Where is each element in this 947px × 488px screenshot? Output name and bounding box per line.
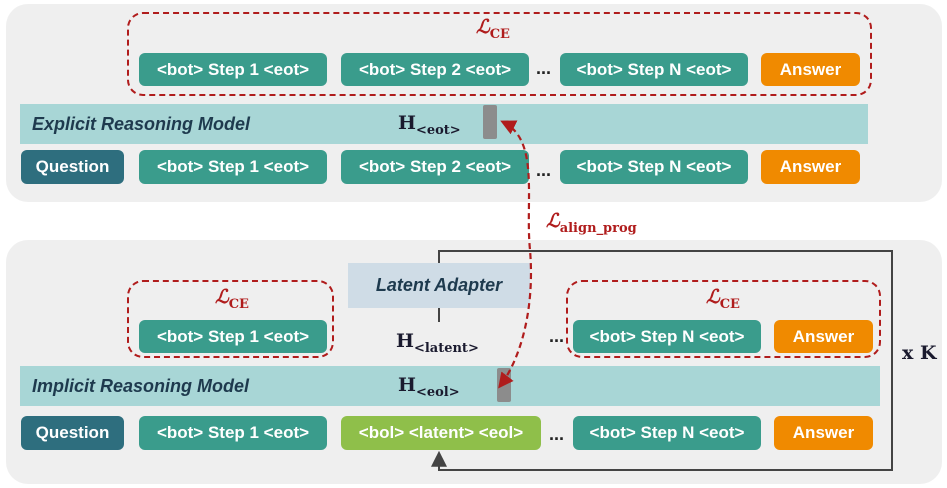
top-input-ellipsis: ...	[536, 160, 552, 180]
bottom-input-latent: <bol> <latent> <eol>	[341, 416, 541, 450]
bottom-target-step1: <bot> Step 1 <eot>	[139, 320, 327, 353]
bottom-input-ellipsis: ...	[549, 424, 565, 444]
recurrence-loop-arrow	[431, 250, 893, 471]
top-input-stepN: <bot> Step N <eot>	[560, 150, 748, 184]
top-input-question: Question	[21, 150, 124, 184]
top-target-ellipsis: ...	[536, 58, 552, 78]
explicit-model-label: Explicit Reasoning Model	[32, 114, 251, 134]
explicit-model-band	[20, 104, 868, 144]
top-ce-loss-label: ℒCE	[476, 16, 510, 42]
top-target-answer: Answer	[761, 53, 860, 86]
bottom-left-ce-loss-region	[127, 280, 334, 358]
top-input-step1: <bot> Step 1 <eot>	[139, 150, 327, 184]
top-ce-loss-region	[127, 12, 872, 96]
repeat-k-label: x K	[902, 342, 937, 364]
implicit-model-band	[20, 366, 880, 406]
bottom-target-ellipsis: ...	[549, 326, 565, 346]
top-target-stepN: <bot> Step N <eot>	[560, 53, 748, 86]
top-input-answer: Answer	[761, 150, 860, 184]
bottom-right-ce-loss-label: ℒCE	[706, 286, 740, 312]
bottom-input-question: Question	[21, 416, 124, 450]
bottom-input-step1: <bot> Step 1 <eot>	[139, 416, 327, 450]
top-target-step2: <bot> Step 2 <eot>	[341, 53, 529, 86]
latent-hidden-var: H<latent>	[396, 330, 479, 356]
bottom-input-stepN: <bot> Step N <eot>	[573, 416, 761, 450]
bottom-right-ce-loss-region	[566, 280, 881, 358]
bottom-target-answer: Answer	[774, 320, 873, 353]
top-hidden-state-marker	[483, 105, 497, 139]
bottom-target-stepN: <bot> Step N <eot>	[573, 320, 761, 353]
align-prog-arrow	[498, 120, 533, 389]
align-prog-loss-label: ℒalign_prog	[546, 210, 637, 236]
implicit-model-label: Implicit Reasoning Model	[32, 376, 250, 396]
bottom-input-answer: Answer	[774, 416, 873, 450]
bottom-hidden-eol: H<eol>	[398, 374, 460, 400]
top-target-step1: <bot> Step 1 <eot>	[139, 53, 327, 86]
top-hidden-eot: H<eot>	[398, 112, 461, 138]
bottom-left-ce-loss-label: ℒCE	[215, 286, 249, 312]
top-input-step2: <bot> Step 2 <eot>	[341, 150, 529, 184]
